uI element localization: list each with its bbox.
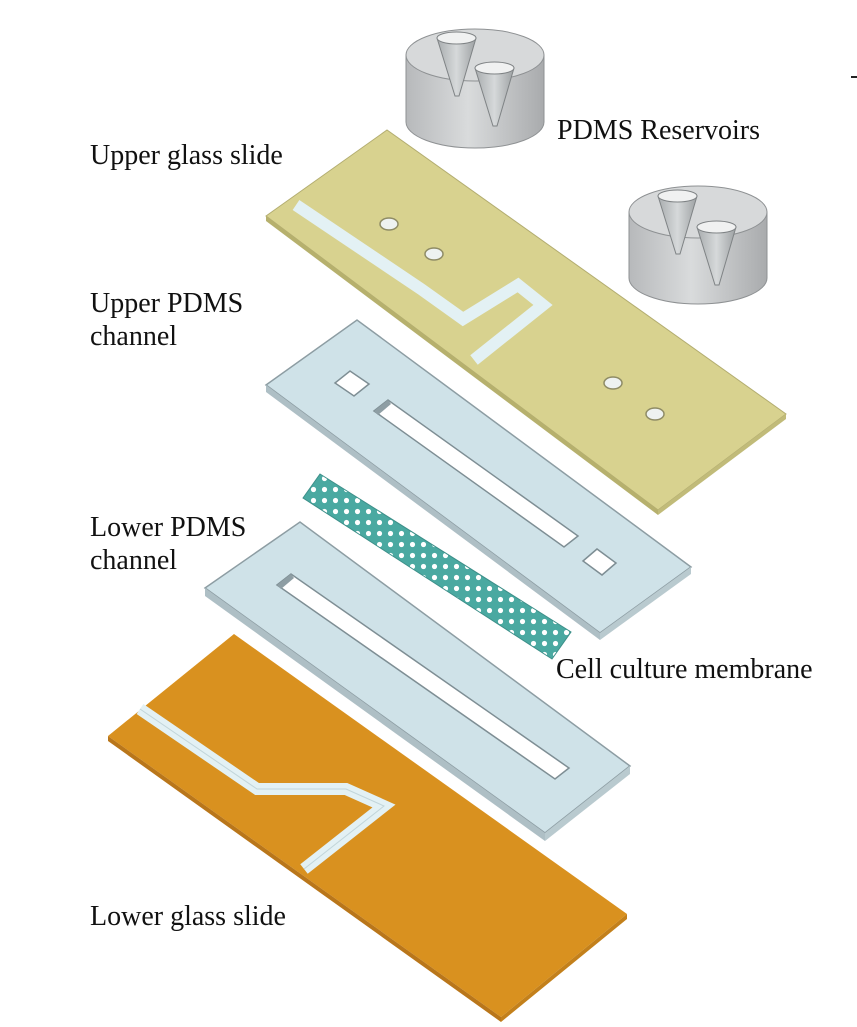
upper-channel-slot xyxy=(372,399,580,548)
label-lower-glass-slide-text: Lower glass slide xyxy=(90,901,286,932)
pdms-reservoir xyxy=(628,185,768,305)
upper-glass-hole xyxy=(424,247,444,261)
upper-inlet-port xyxy=(333,370,371,397)
label-upper-glass-slide-text: Upper glass slide xyxy=(90,140,283,171)
upper-glass-hole xyxy=(603,376,623,390)
pdms-reservoir xyxy=(405,28,545,149)
upper-pdms-layer xyxy=(264,319,693,640)
lower-pdms-layer xyxy=(203,521,632,841)
label-cell-culture-membrane: Cell culture membrane xyxy=(556,653,813,686)
label-upper-pdms-line2: channel xyxy=(90,321,178,352)
label-lower-glass-slide: Lower glass slide xyxy=(90,900,286,933)
upper-glass-channel-trace xyxy=(292,200,553,365)
label-lower-pdms-line2: channel xyxy=(90,545,178,576)
upper-glass-slide xyxy=(265,129,787,515)
lower-glass-slide xyxy=(108,634,627,1022)
label-upper-glass-slide: Upper glass slide xyxy=(90,139,283,172)
upper-glass-hole xyxy=(645,407,665,421)
label-pdms-reservoirs-text: PDMS Reservoirs xyxy=(557,115,761,146)
cell-culture-membrane xyxy=(302,473,572,660)
label-upper-pdms-channel: Upper PDMS channel xyxy=(90,287,243,353)
label-cell-culture-membrane-text: Cell culture membrane xyxy=(556,654,813,685)
label-lower-pdms-line1: Lower PDMS xyxy=(90,512,247,543)
label-lower-pdms-channel: Lower PDMS channel xyxy=(90,511,246,577)
upper-outlet-port xyxy=(581,548,618,576)
upper-glass-hole xyxy=(379,217,399,231)
label-pdms-reservoirs: PDMS Reservoirs xyxy=(557,114,760,147)
label-upper-pdms-line1: Upper PDMS xyxy=(90,288,244,319)
